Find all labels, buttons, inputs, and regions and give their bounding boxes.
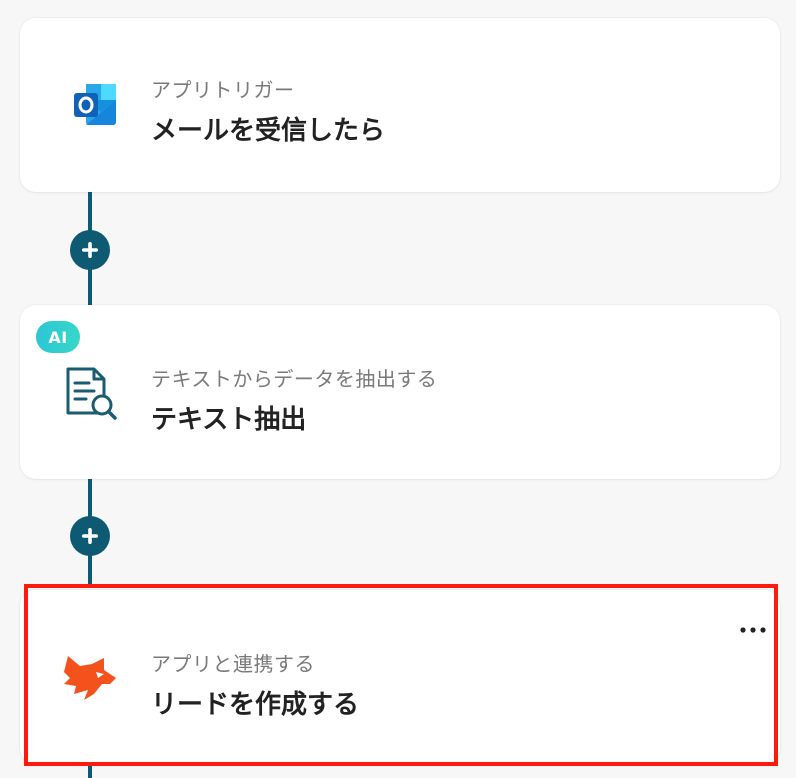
plus-icon (82, 242, 98, 258)
more-horizontal-icon (740, 627, 766, 633)
add-step-button[interactable] (70, 516, 110, 556)
outlook-icon (72, 82, 118, 132)
connector-line (88, 762, 92, 778)
step-card-trigger[interactable]: アプリトリガー メールを受信したら (20, 18, 780, 192)
ai-badge: AI (36, 321, 80, 353)
plus-icon (82, 528, 98, 544)
step-title: テキスト抽出 (151, 405, 307, 435)
add-step-button[interactable] (70, 230, 110, 270)
step-subtitle: アプリと連携する (151, 652, 315, 676)
step-title: メールを受信したら (151, 116, 386, 146)
step-card-ai-extract[interactable]: テキストからデータを抽出する テキスト抽出 (20, 305, 780, 479)
step-subtitle: アプリトリガー (151, 78, 295, 102)
more-options-button[interactable] (736, 618, 770, 642)
step-title: リードを作成する (151, 690, 360, 720)
fox-logo-icon (58, 650, 122, 710)
step-subtitle: テキストからデータを抽出する (151, 367, 438, 391)
step-card-app-action[interactable]: アプリと連携する リードを作成する (20, 590, 780, 764)
document-search-icon (64, 365, 120, 427)
